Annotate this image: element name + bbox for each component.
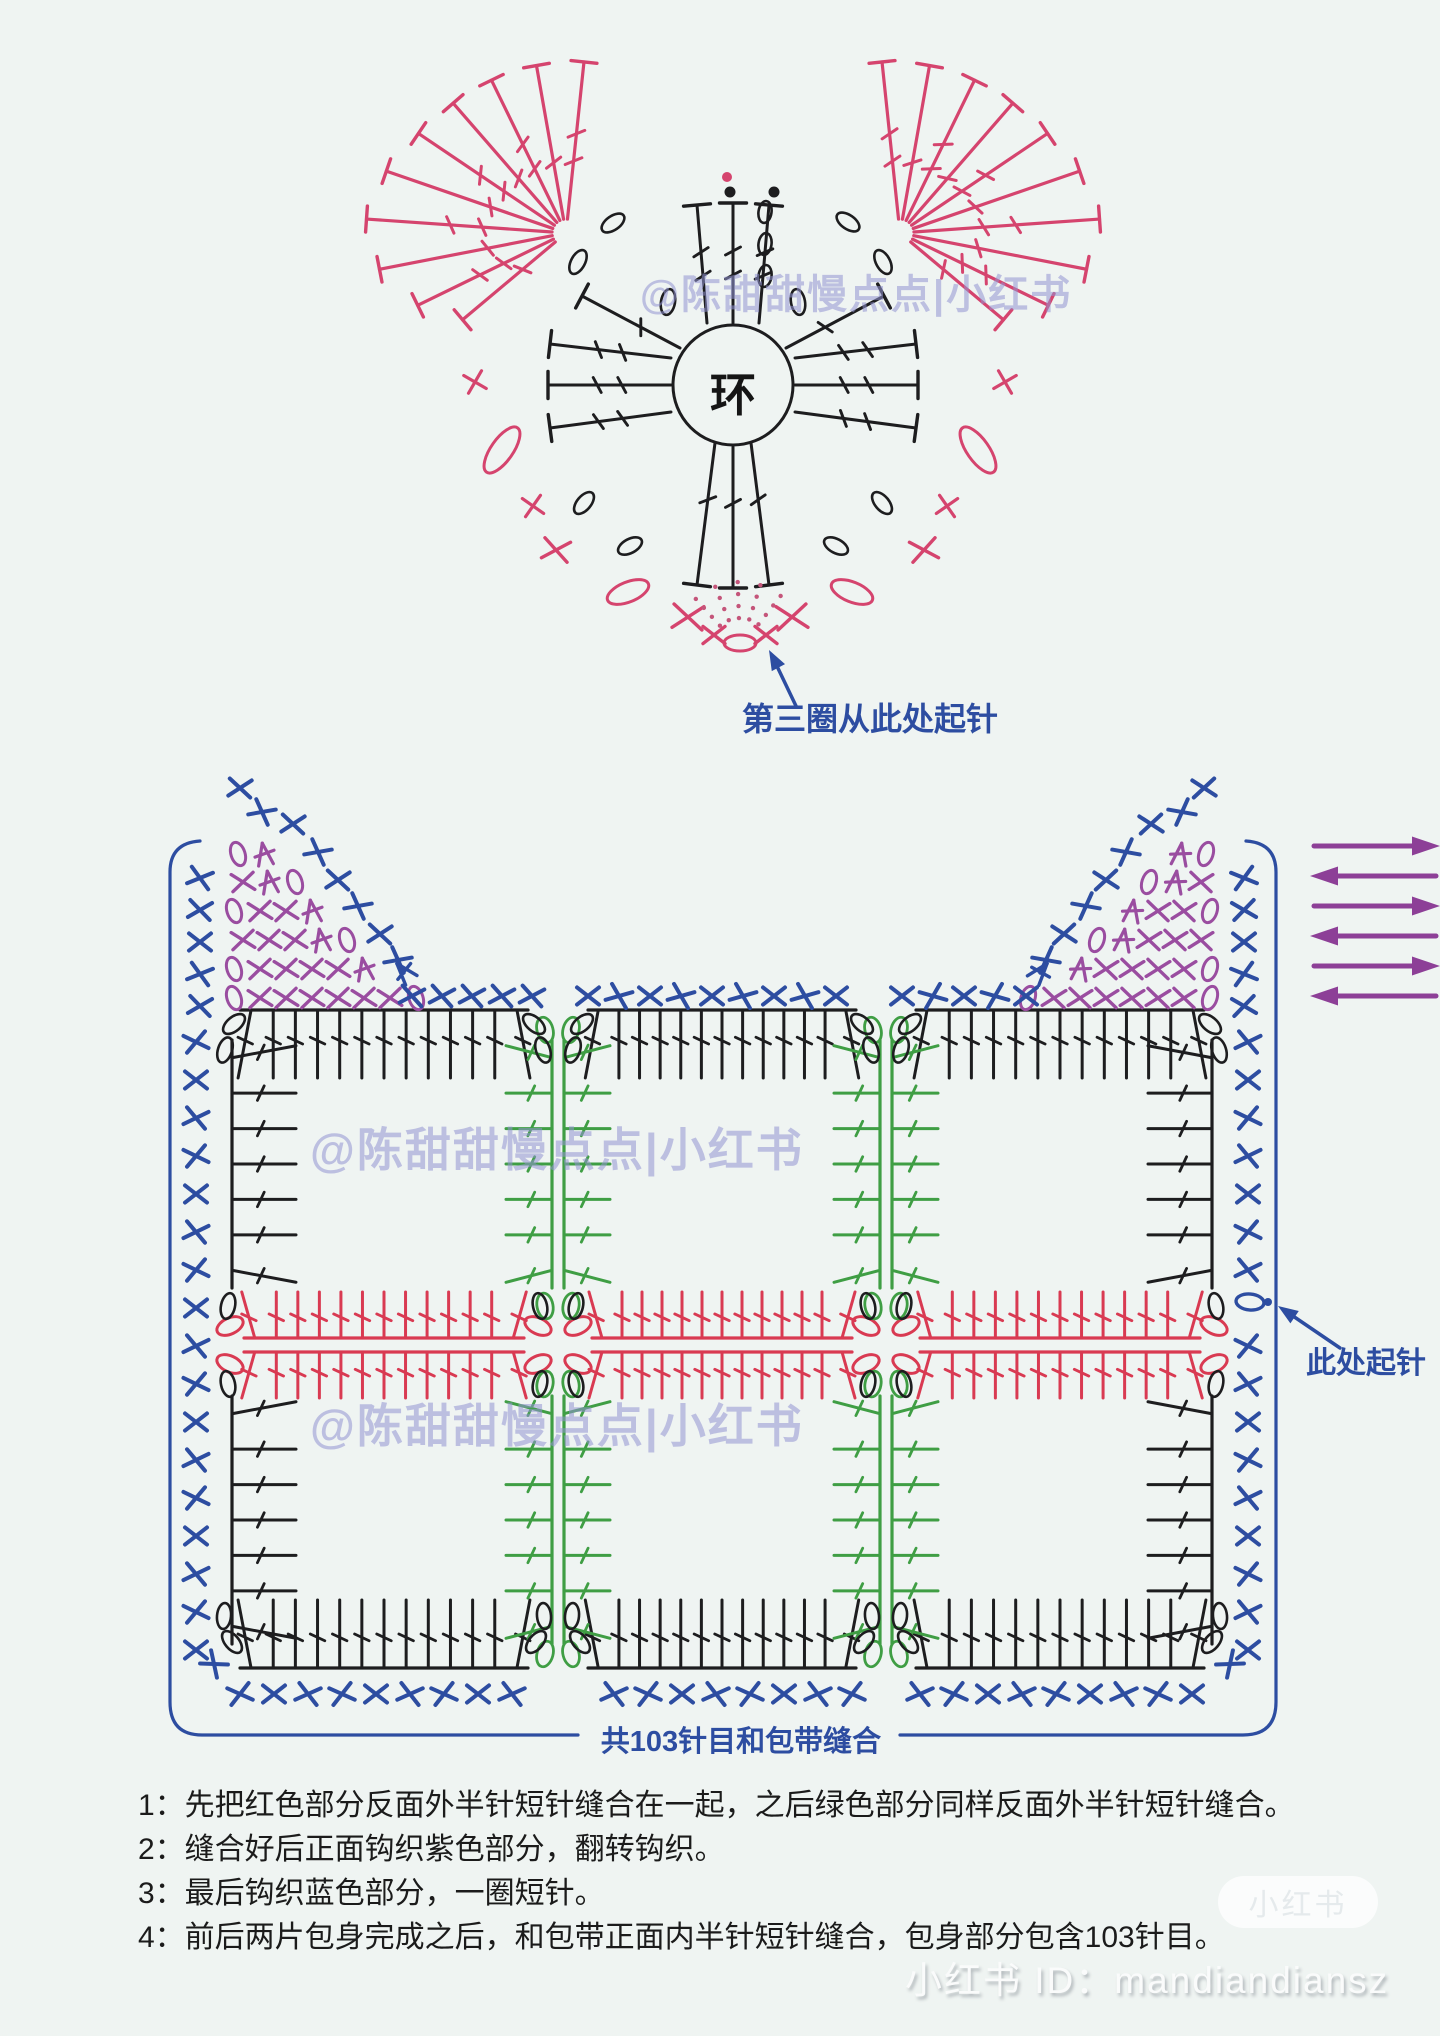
instruction-line-3: 3：最后钩织蓝色部分，一圈短针。 — [138, 1877, 605, 1910]
xiaohongshu-id-watermark: 小红书 ID：mandiandiansz — [905, 1960, 1390, 2001]
heart-ring-label: 环 — [710, 369, 756, 421]
xiaohongshu-badge: 小红书 — [1218, 1876, 1378, 1928]
instructions-block: 1：先把红色部分反面外半针短针缝合在一起，之后绿色部分同样反面外半针短针缝合。 … — [138, 1784, 1295, 1960]
heart-start-annotation: 第三圈从此处起针 — [742, 701, 999, 737]
instruction-line-1: 1：先把红色部分反面外半针短针缝合在一起，之后绿色部分同样反面外半针短针缝合。 — [138, 1789, 1295, 1822]
instruction-line-4: 4：前后两片包身完成之后，和包带正面内半针短针缝合，包身部分包含103针目。 — [138, 1921, 1225, 1954]
watermark-grid-upper: @陈甜甜慢点点|小红书 — [310, 1124, 804, 1176]
grid-stitch-count-label: 共103针目和包带缝合 — [600, 1726, 882, 1758]
watermark-grid-lower: @陈甜甜慢点点|小红书 — [310, 1400, 804, 1452]
watermark-heart: @陈甜甜慢点点|小红书 — [640, 273, 1073, 317]
grid-start-annotation: 此处起针 — [1306, 1347, 1426, 1380]
instruction-line-2: 2：缝合好后正面钩织紫色部分，翻转钩织。 — [138, 1833, 725, 1866]
